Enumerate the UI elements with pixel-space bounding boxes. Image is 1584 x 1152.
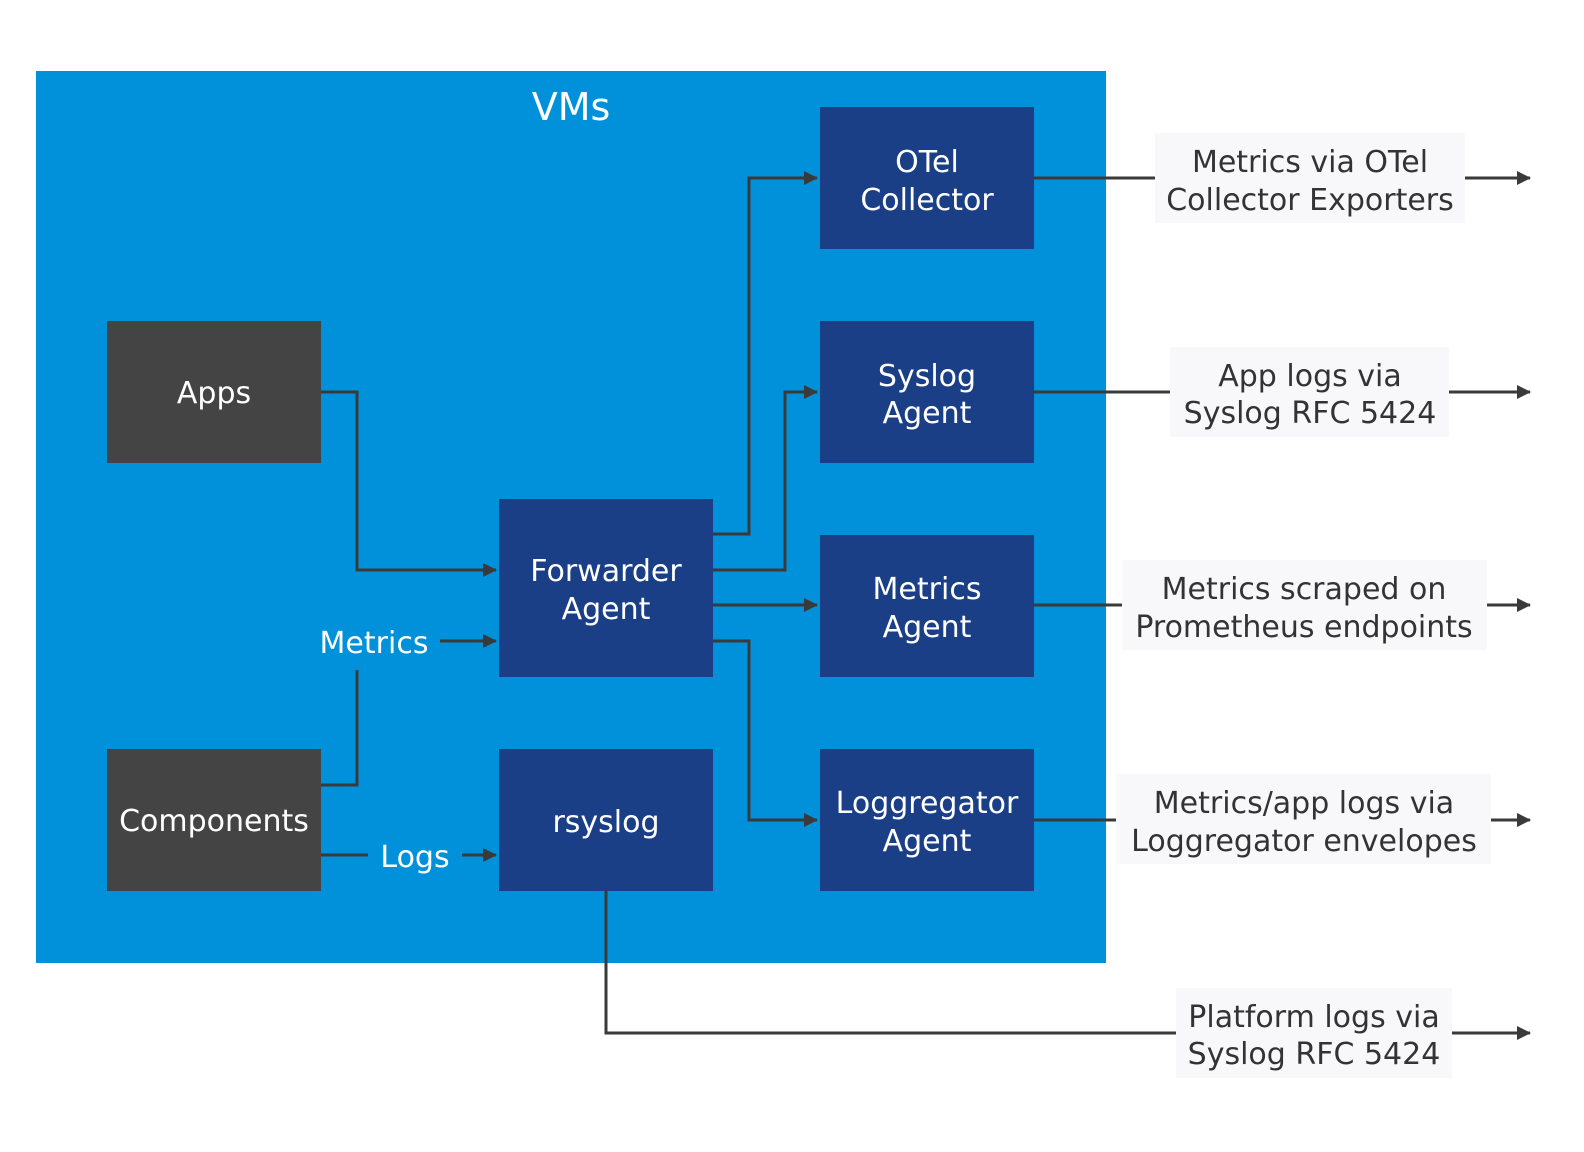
svg-text:Metrics via OTel: Metrics via OTel <box>1192 145 1428 180</box>
syslog-agent-node: Syslog Agent <box>820 321 1034 463</box>
syslog-output-label: App logs via Syslog RFC 5424 <box>1170 347 1449 437</box>
svg-text:Agent: Agent <box>562 592 651 627</box>
loggregator-output-label: Metrics/app logs via Loggregator envelop… <box>1116 774 1491 864</box>
svg-text:Loggregator envelopes: Loggregator envelopes <box>1131 824 1477 859</box>
forwarder-to-otel-arrow <box>713 171 818 536</box>
svg-text:Forwarder: Forwarder <box>530 554 682 589</box>
forwarder-to-loggregator-arrow <box>713 639 818 827</box>
svg-text:Syslog: Syslog <box>878 359 976 394</box>
vms-title: VMs <box>532 85 611 129</box>
otel-collector-node: OTel Collector <box>820 107 1034 249</box>
metrics-output-label: Metrics scraped on Prometheus endpoints <box>1122 560 1487 650</box>
logs-edge-label: Logs <box>380 840 449 875</box>
svg-text:Prometheus endpoints: Prometheus endpoints <box>1135 610 1472 645</box>
svg-text:Agent: Agent <box>883 824 972 859</box>
components-node: Components <box>107 749 321 891</box>
svg-text:OTel: OTel <box>895 145 959 180</box>
svg-text:App logs via: App logs via <box>1218 359 1402 394</box>
platform-output-label: Platform logs via Syslog RFC 5424 <box>1176 988 1452 1078</box>
svg-text:Agent: Agent <box>883 396 972 431</box>
svg-text:Metrics: Metrics <box>873 572 982 607</box>
metrics-agent-node: Metrics Agent <box>820 535 1034 677</box>
apps-node: Apps <box>107 321 321 463</box>
forwarder-to-syslog-arrow <box>713 385 818 572</box>
svg-text:Metrics scraped on: Metrics scraped on <box>1162 572 1447 607</box>
rsyslog-to-platform-line <box>604 890 1176 1035</box>
svg-text:Collector: Collector <box>860 183 994 218</box>
connectors <box>321 171 1531 1040</box>
svg-text:Loggregator: Loggregator <box>836 786 1019 821</box>
loggregator-agent-node: Loggregator Agent <box>820 749 1034 891</box>
svg-text:Collector Exporters: Collector Exporters <box>1166 183 1454 218</box>
otel-output-label: Metrics via OTel Collector Exporters <box>1155 133 1465 223</box>
svg-text:Components: Components <box>119 804 309 839</box>
apps-to-forwarder-arrow <box>321 390 497 577</box>
forwarder-agent-node: Forwarder Agent <box>499 499 713 677</box>
rsyslog-node: rsyslog <box>499 749 713 891</box>
components-to-metrics-line <box>321 670 359 787</box>
metrics-edge-label: Metrics <box>320 626 429 661</box>
svg-text:Agent: Agent <box>883 610 972 645</box>
svg-text:Apps: Apps <box>177 376 251 411</box>
svg-text:Syslog RFC 5424: Syslog RFC 5424 <box>1184 396 1437 431</box>
svg-text:Metrics/app logs via: Metrics/app logs via <box>1154 786 1454 821</box>
svg-text:Platform logs via: Platform logs via <box>1188 1000 1439 1035</box>
svg-text:Syslog RFC 5424: Syslog RFC 5424 <box>1188 1037 1441 1072</box>
svg-text:rsyslog: rsyslog <box>552 805 659 840</box>
